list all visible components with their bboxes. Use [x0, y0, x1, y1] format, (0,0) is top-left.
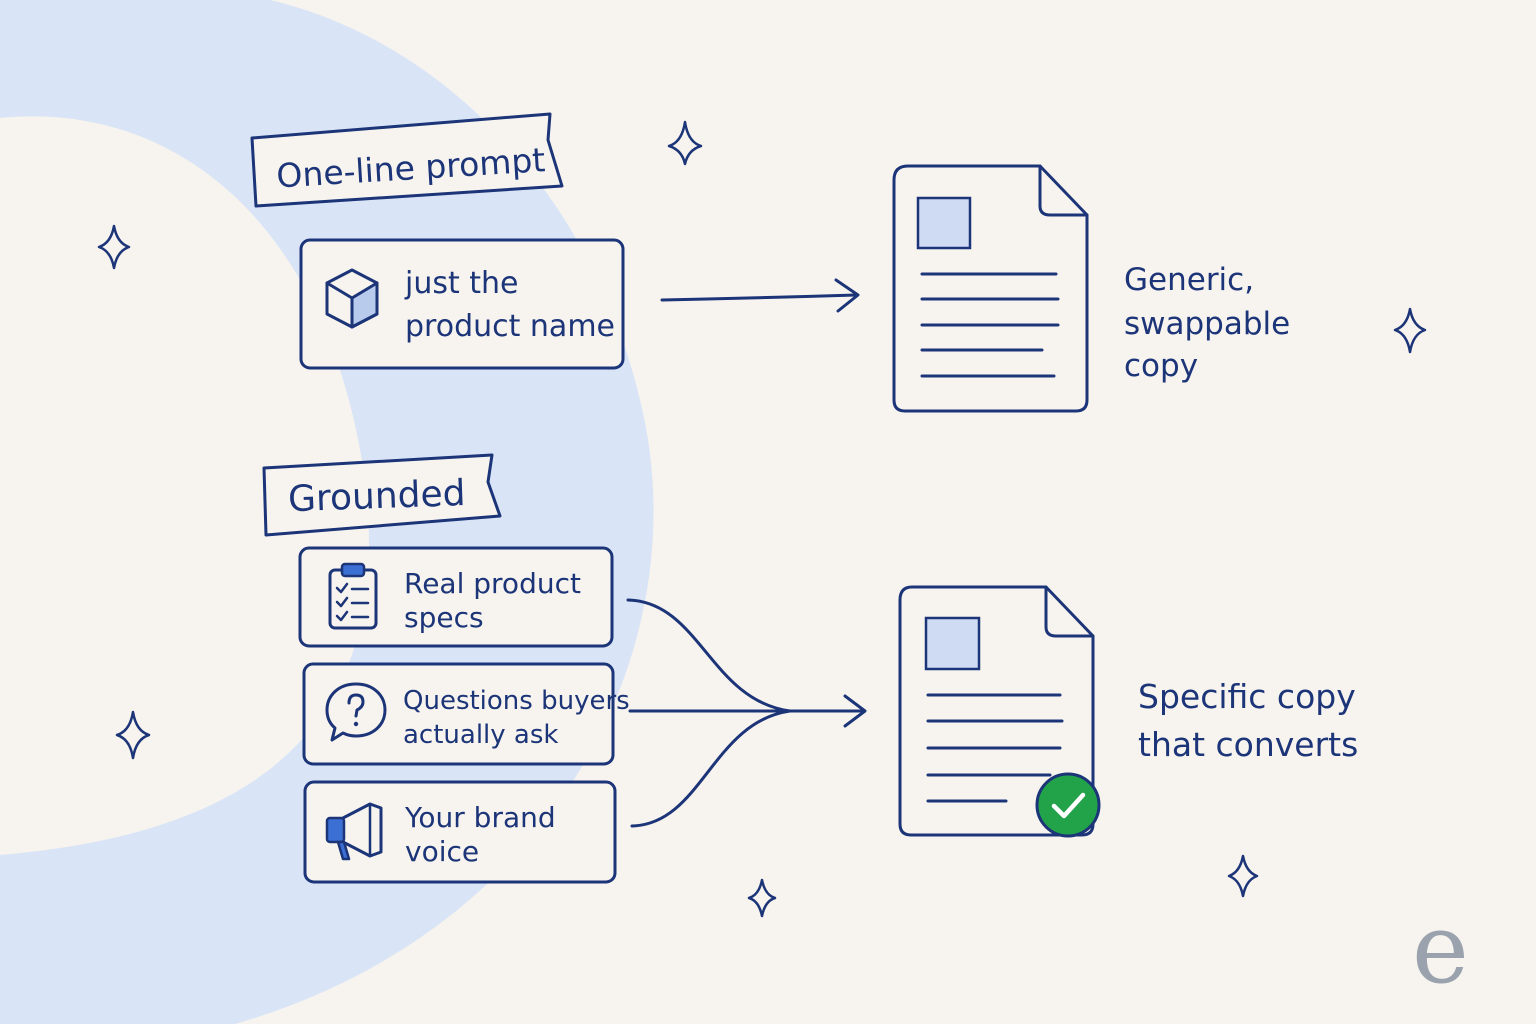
- bottom-input-card-questions: Questions buyers actually ask: [302, 662, 630, 766]
- top-output-line-3: copy: [1124, 348, 1198, 384]
- document-icon: [892, 164, 1089, 413]
- top-input-card: just the product name: [299, 238, 625, 370]
- brand-logo: e: [1412, 893, 1469, 1005]
- specs-line-1: Real product: [404, 567, 581, 600]
- top-label-banner: One-line prompt: [250, 112, 564, 208]
- questions-line-2: actually ask: [403, 720, 558, 750]
- sparkle-icon: [747, 878, 777, 918]
- specs-line-2: specs: [404, 601, 484, 634]
- clipboard-checklist-icon: [328, 562, 378, 630]
- document-check-icon: [898, 585, 1101, 838]
- sparkle-icon: [97, 224, 131, 270]
- questions-line-1: Questions buyers: [403, 686, 630, 716]
- top-input-line-2: product name: [405, 309, 615, 344]
- voice-line-1: Your brand: [404, 801, 556, 834]
- bottom-output-line-2: that converts: [1138, 725, 1358, 764]
- bottom-label-text: Grounded: [287, 473, 466, 520]
- sparkle-icon: [667, 120, 703, 166]
- top-output-line-1: Generic,: [1124, 262, 1254, 298]
- cube-icon: [325, 268, 379, 329]
- speech-bubble-question-icon: [325, 682, 387, 742]
- sparkle-icon: [1227, 854, 1259, 898]
- megaphone-icon: [325, 802, 383, 861]
- bottom-output-line-1: Specific copy: [1138, 677, 1356, 716]
- top-output-line-2: swappable: [1124, 306, 1290, 342]
- sparkle-icon: [1393, 307, 1427, 354]
- sparkle-icon: [115, 710, 151, 760]
- checkmark-badge-icon: [1035, 772, 1101, 838]
- voice-line-2: voice: [405, 835, 479, 868]
- top-input-line-1: just the: [404, 266, 519, 301]
- top-arrow: [660, 278, 860, 313]
- bottom-label-banner: Grounded: [262, 453, 502, 537]
- merge-arrow: [626, 598, 867, 828]
- bottom-input-card-specs: Real product specs: [298, 546, 614, 648]
- bottom-input-card-voice: Your brand voice: [303, 780, 617, 884]
